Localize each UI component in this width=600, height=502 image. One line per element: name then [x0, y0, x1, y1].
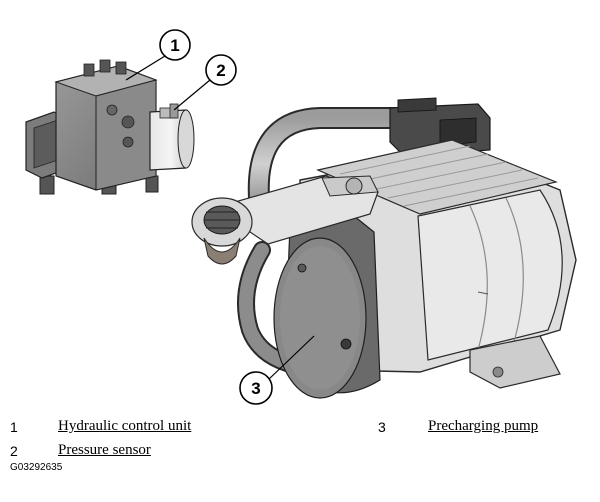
- callout-3-number: 3: [251, 379, 260, 398]
- legend-link-pressure-sensor[interactable]: Pressure sensor: [58, 442, 151, 458]
- callout-2: 2: [173, 54, 237, 111]
- callout-1: 1: [125, 29, 191, 81]
- legend-link-precharging-pump[interactable]: Precharging pump: [428, 418, 539, 434]
- hydraulic-control-unit-drawing: [25, 59, 195, 195]
- precharging-pump-drawing: [191, 97, 577, 399]
- callout-1-number: 1: [170, 36, 179, 55]
- legend-number-1: 1: [10, 419, 18, 435]
- callout-3: 3: [239, 335, 315, 405]
- figure-id: G03292635: [10, 462, 63, 473]
- legend-number-2: 2: [10, 443, 18, 459]
- legend-number-3: 3: [378, 419, 386, 435]
- legend-link-hydraulic-control-unit[interactable]: Hydraulic control unit: [58, 418, 192, 434]
- component-illustration: 1 2 3: [25, 29, 577, 405]
- callout-2-number: 2: [216, 61, 225, 80]
